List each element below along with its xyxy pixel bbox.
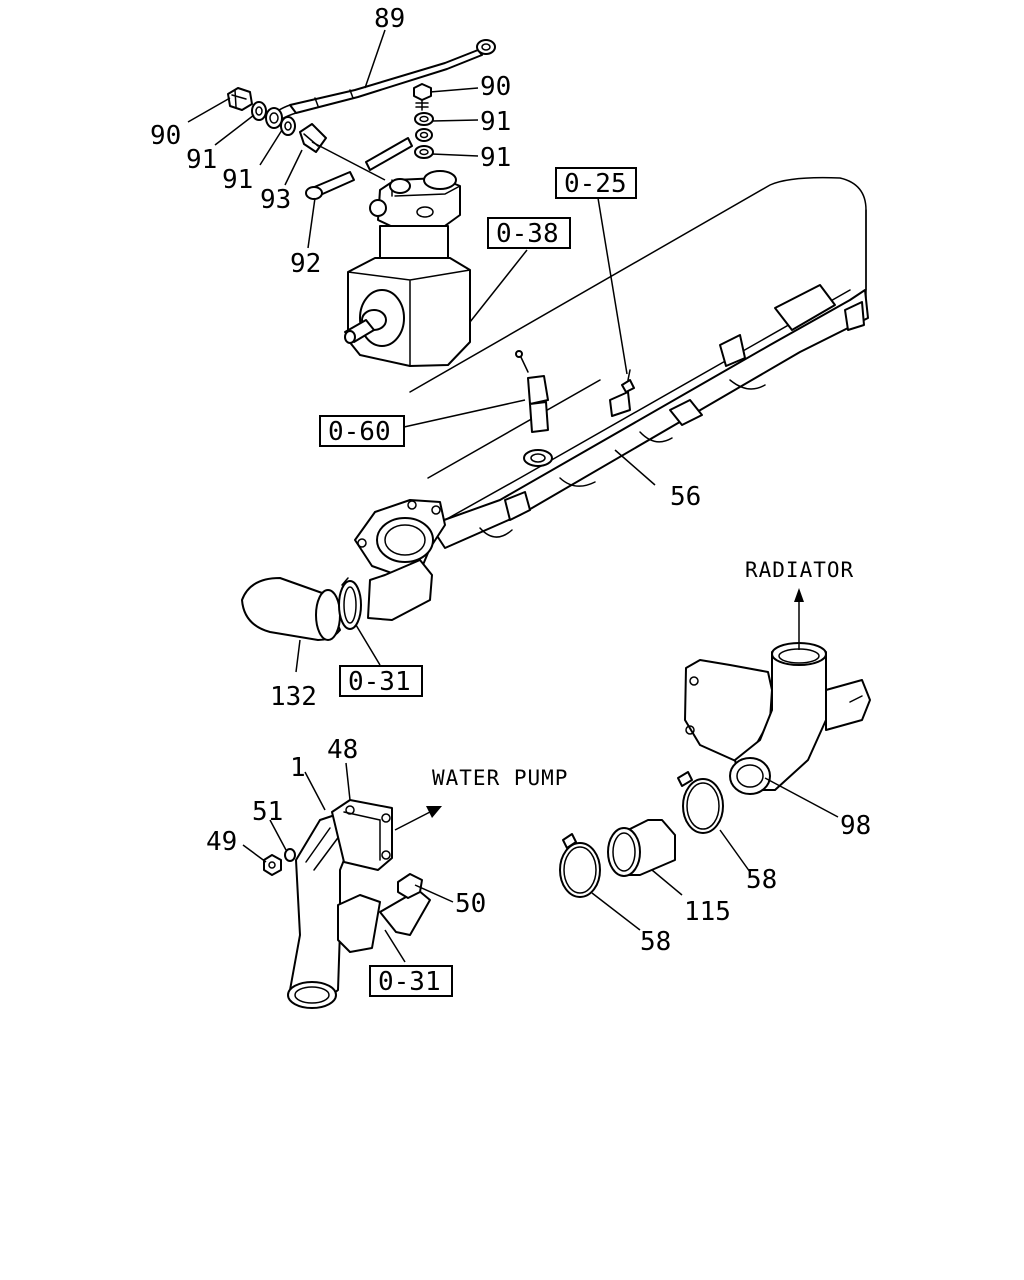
hose-132	[241, 577, 341, 641]
part-labels: 89 90 91 91 93 92 90 91 91 56 132 1 48 5…	[150, 4, 871, 957]
svg-text:0-60: 0-60	[328, 417, 391, 447]
svg-text:0-25: 0-25	[564, 169, 627, 199]
label-91-c: 91	[480, 107, 511, 137]
bracket-50	[379, 873, 431, 936]
washer-91-e	[414, 145, 434, 159]
svg-text:0-38: 0-38	[496, 219, 559, 249]
label-91-a: 91	[186, 145, 217, 175]
label-89: 89	[374, 4, 405, 34]
air-compressor	[344, 170, 471, 367]
clamp-58-left	[559, 833, 601, 898]
hose-115	[607, 819, 676, 877]
reference-0-60[interactable]: 0-60	[319, 415, 405, 447]
water-manifold-56	[429, 284, 869, 549]
reference-0-31-upper[interactable]: 0-31	[339, 665, 423, 697]
nut-49	[263, 854, 282, 876]
label-132: 132	[270, 682, 317, 712]
label-115: 115	[684, 897, 731, 927]
leader-lines	[187, 29, 839, 963]
pipe-segment	[365, 137, 413, 171]
pipe-89	[269, 39, 496, 126]
label-58-left: 58	[640, 927, 671, 957]
reference-0-25[interactable]: 0-25	[555, 167, 637, 199]
svg-text:0-31: 0-31	[378, 967, 441, 997]
inlet-pipe-1	[287, 799, 393, 1009]
label-58-right: 58	[746, 865, 777, 895]
clamp-ring	[338, 577, 362, 630]
outlet-flange	[354, 499, 446, 621]
water-pump-arrow	[394, 806, 442, 831]
label-51: 51	[252, 797, 283, 827]
label-48: 48	[327, 735, 358, 765]
label-92: 92	[290, 249, 321, 279]
bolt-90-left	[227, 87, 253, 111]
label-98: 98	[840, 811, 871, 841]
label-50: 50	[455, 889, 486, 919]
water-pump-label: WATER PUMP	[432, 766, 568, 790]
temperature-sensor	[515, 350, 549, 433]
label-90-left: 90	[150, 121, 181, 151]
label-56: 56	[670, 482, 701, 512]
label-1: 1	[290, 753, 306, 783]
washer-91-b	[280, 116, 296, 136]
label-93: 93	[260, 185, 291, 215]
outlet-pipe-98	[684, 588, 871, 795]
washer-91-c	[414, 112, 434, 126]
engine-block-outline	[409, 176, 867, 479]
nut-93-left	[265, 107, 283, 129]
pipe-92	[305, 171, 355, 200]
label-91-b: 91	[222, 165, 253, 195]
washer-91-a	[251, 101, 267, 121]
label-91-d: 91	[480, 143, 511, 173]
svg-text:0-31: 0-31	[348, 667, 411, 697]
label-49: 49	[206, 827, 237, 857]
clamp-58-right	[677, 771, 724, 834]
label-90-right: 90	[480, 72, 511, 102]
bolt-90-right	[413, 83, 432, 111]
washer-91-d	[415, 128, 433, 142]
radiator-label: RADIATOR	[745, 558, 854, 582]
washer-51	[284, 848, 296, 862]
reference-0-38[interactable]: 0-38	[487, 217, 571, 249]
reference-0-31-lower[interactable]: 0-31	[369, 965, 453, 997]
